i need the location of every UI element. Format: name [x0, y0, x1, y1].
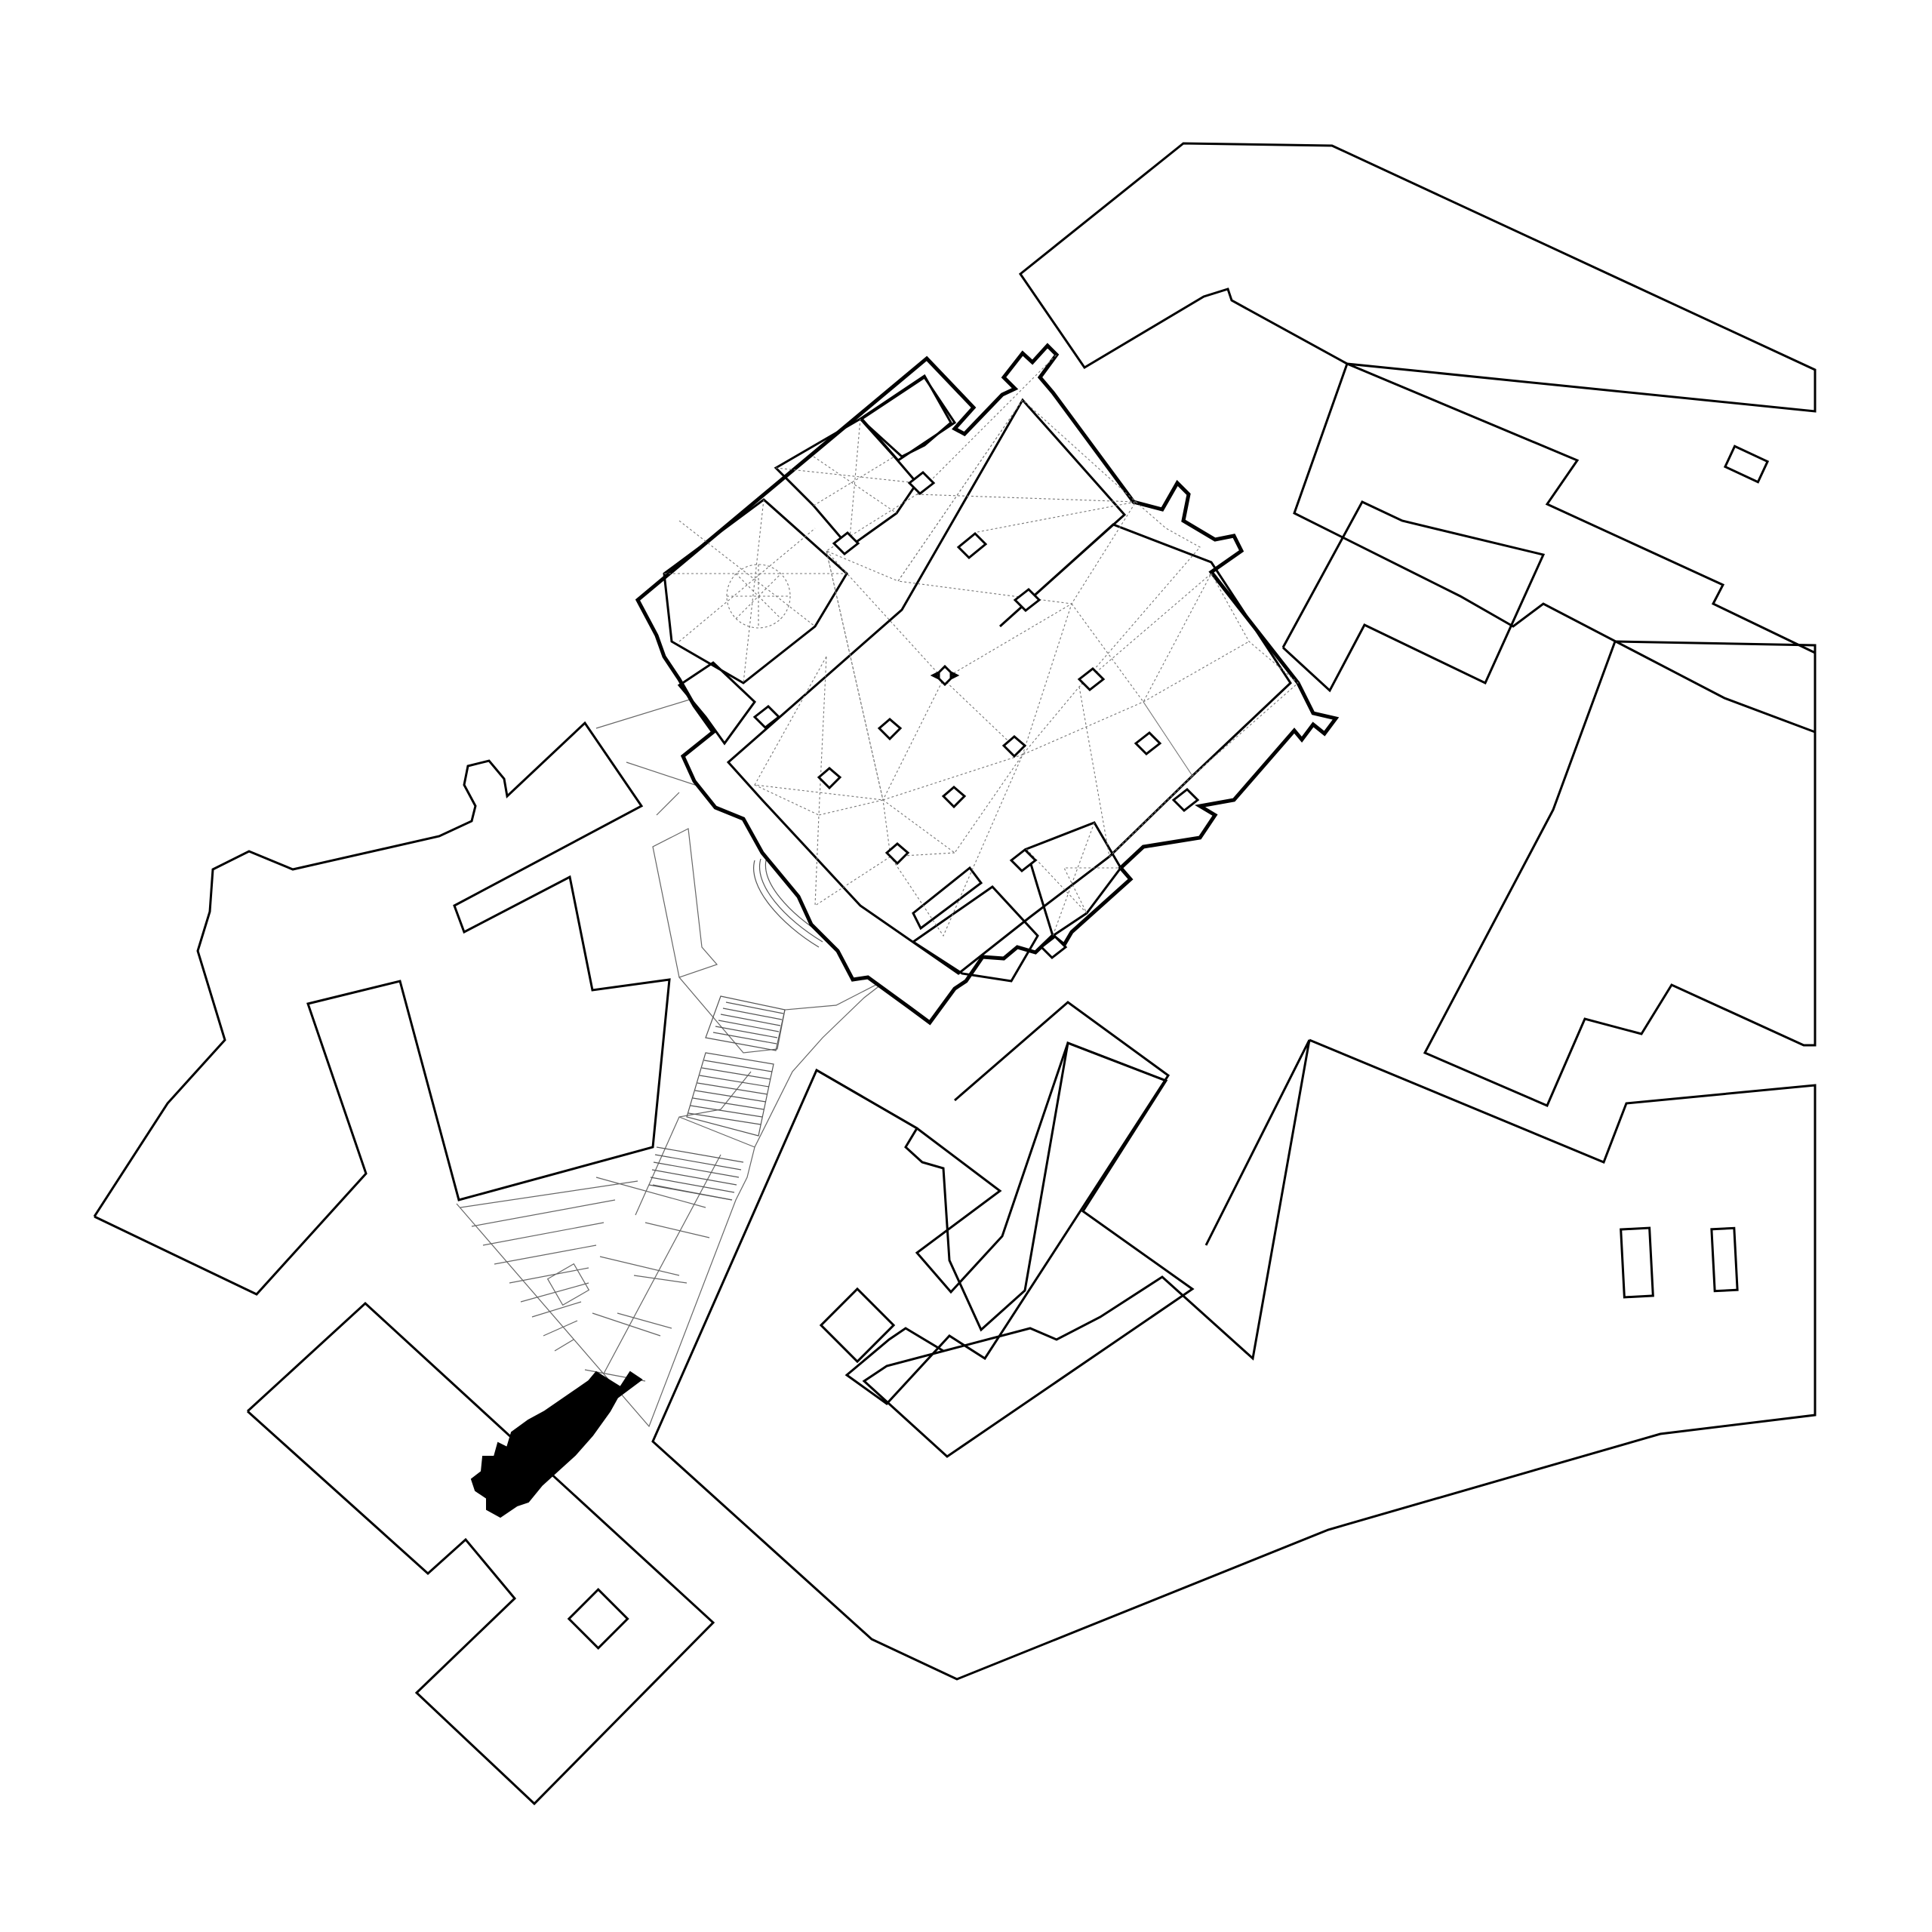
church [635, 343, 1340, 1026]
staircase-upper [705, 995, 786, 1051]
church-outer-wall [635, 343, 1340, 1026]
terrace-grid [584, 1071, 755, 1382]
block-east-large [1423, 640, 1817, 1107]
block-wedge [844, 1001, 1171, 1405]
courtyard-south [819, 1287, 896, 1364]
staircase-bottom [648, 1146, 744, 1201]
piers [752, 471, 1200, 959]
highlighted-building [470, 1371, 643, 1518]
vault-ribs [664, 354, 1299, 937]
church-nave [726, 398, 1292, 975]
courtyard-south-west [567, 1587, 629, 1651]
annex-sacristy [912, 866, 983, 931]
block-north-east [1293, 362, 1817, 734]
highlighted-building-fill [470, 1371, 643, 1518]
block-south-center [816, 1041, 1167, 1332]
pillar-east-2 [1710, 1226, 1739, 1293]
room-west [677, 661, 756, 746]
pillar-east-1 [1620, 1226, 1654, 1299]
block-south-west [246, 1301, 715, 1806]
block-east-small [1281, 500, 1546, 693]
staircase-lower [686, 1052, 774, 1137]
block-south-east [651, 1038, 1817, 1681]
kiosk-north-east [1723, 445, 1770, 484]
city-blocks [93, 142, 1817, 1806]
terrace-fan [460, 1180, 638, 1352]
annex-south-room [911, 885, 1039, 983]
tower-room [860, 375, 957, 462]
block-west-hill [93, 721, 671, 1296]
plaza-and-stairs [456, 695, 891, 1428]
block-north [1018, 142, 1817, 413]
plaza-monument [546, 1263, 590, 1306]
plaza-outline [456, 828, 891, 1428]
